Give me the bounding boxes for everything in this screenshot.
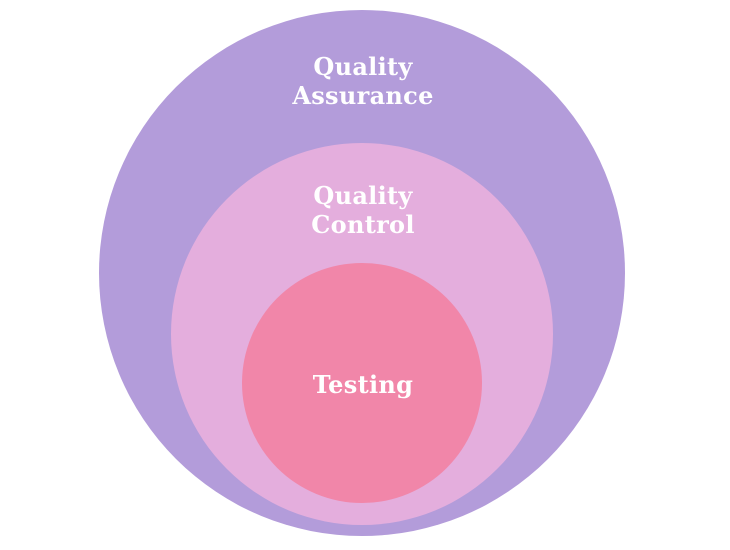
- label-quality-control: Quality Control: [311, 181, 415, 239]
- label-quality-assurance: Quality Assurance: [292, 52, 434, 110]
- label-testing: Testing: [312, 370, 414, 399]
- circle-testing: [242, 263, 482, 503]
